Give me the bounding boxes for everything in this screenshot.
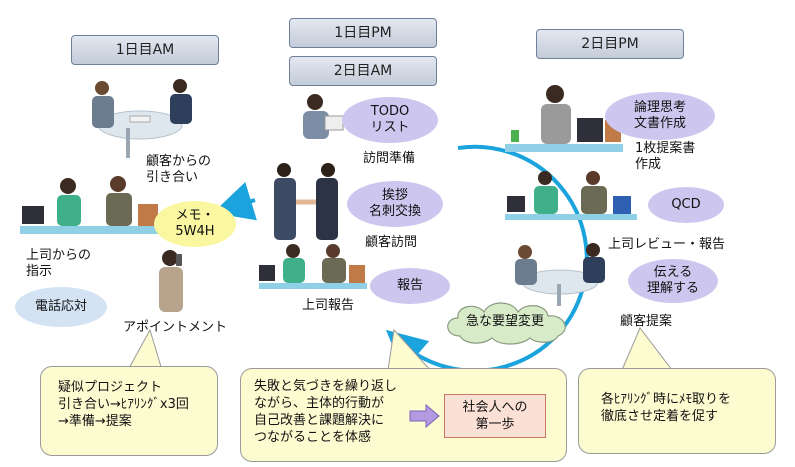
memo-bubble: メモ・ 5W4H <box>154 201 236 247</box>
logic-bubble: 論理思考 文書作成 <box>605 92 715 140</box>
day1-am-header: 1日目AM <box>71 35 219 65</box>
customer-proposal-label: 顧客提案 <box>620 314 673 329</box>
qcd-bubble: QCD <box>648 187 724 223</box>
sudden-change-cloud <box>447 302 566 345</box>
convey-bubble: 伝える 理解する <box>628 259 718 303</box>
scene-review-desk <box>505 171 637 220</box>
tail-join-left <box>129 367 161 370</box>
cycle-out-arrow <box>212 182 257 221</box>
goal-box: 社会人への 第一歩 <box>444 394 546 438</box>
goal-arrow <box>409 403 440 429</box>
visit-prep-label: 訪問準備 <box>363 151 416 166</box>
scene-todo-woman <box>303 94 344 139</box>
one-page-label: 1枚提案書 作成 <box>635 141 696 172</box>
scene-meeting-table <box>92 79 192 158</box>
day2-am-header: 2日目AM <box>289 56 437 86</box>
customer-visit-label: 顧客訪問 <box>365 235 418 250</box>
callout-right: 各ﾋｱﾘﾝｸﾞ時にﾒﾓ取りを 徹底させ定着を促す <box>578 368 776 454</box>
scene-report-desk <box>259 244 367 289</box>
scene-writer-desk <box>505 85 623 152</box>
day2-pm-header: 2日目PM <box>536 29 684 59</box>
scene-handshake <box>274 163 338 240</box>
scene-phone-woman <box>159 250 183 312</box>
todo-bubble: TODO リスト <box>342 97 438 143</box>
boss-instruction-label: 上司からの 指示 <box>26 248 92 279</box>
customer-intro-label: 顧客からの 引き合い <box>146 154 212 185</box>
phone-bubble: 電話応対 <box>15 287 107 327</box>
report-bubble: 報告 <box>370 268 450 304</box>
tail-join-center <box>389 369 431 372</box>
day1-pm-header: 1日目PM <box>289 18 437 48</box>
boss-report-label: 上司報告 <box>302 298 355 313</box>
boss-review-label: 上司レビュー・報告 <box>608 237 726 252</box>
callout-left: 疑似プロジェクト 引き合い→ﾋｱﾘﾝｸﾞx3回 →準備→提案 <box>40 366 218 456</box>
sudden-change-label: 急な要望変更 <box>466 314 545 329</box>
scene-proposal-table <box>515 243 605 306</box>
greeting-bubble: 挨拶 名刺交換 <box>347 181 443 227</box>
tail-join-right <box>623 369 671 372</box>
callout-center: 失敗と気づきを繰り返し ながら、主体的行動が 自己改善と課題解決に つながること… <box>240 368 567 462</box>
scene-boss-desk <box>20 176 160 234</box>
